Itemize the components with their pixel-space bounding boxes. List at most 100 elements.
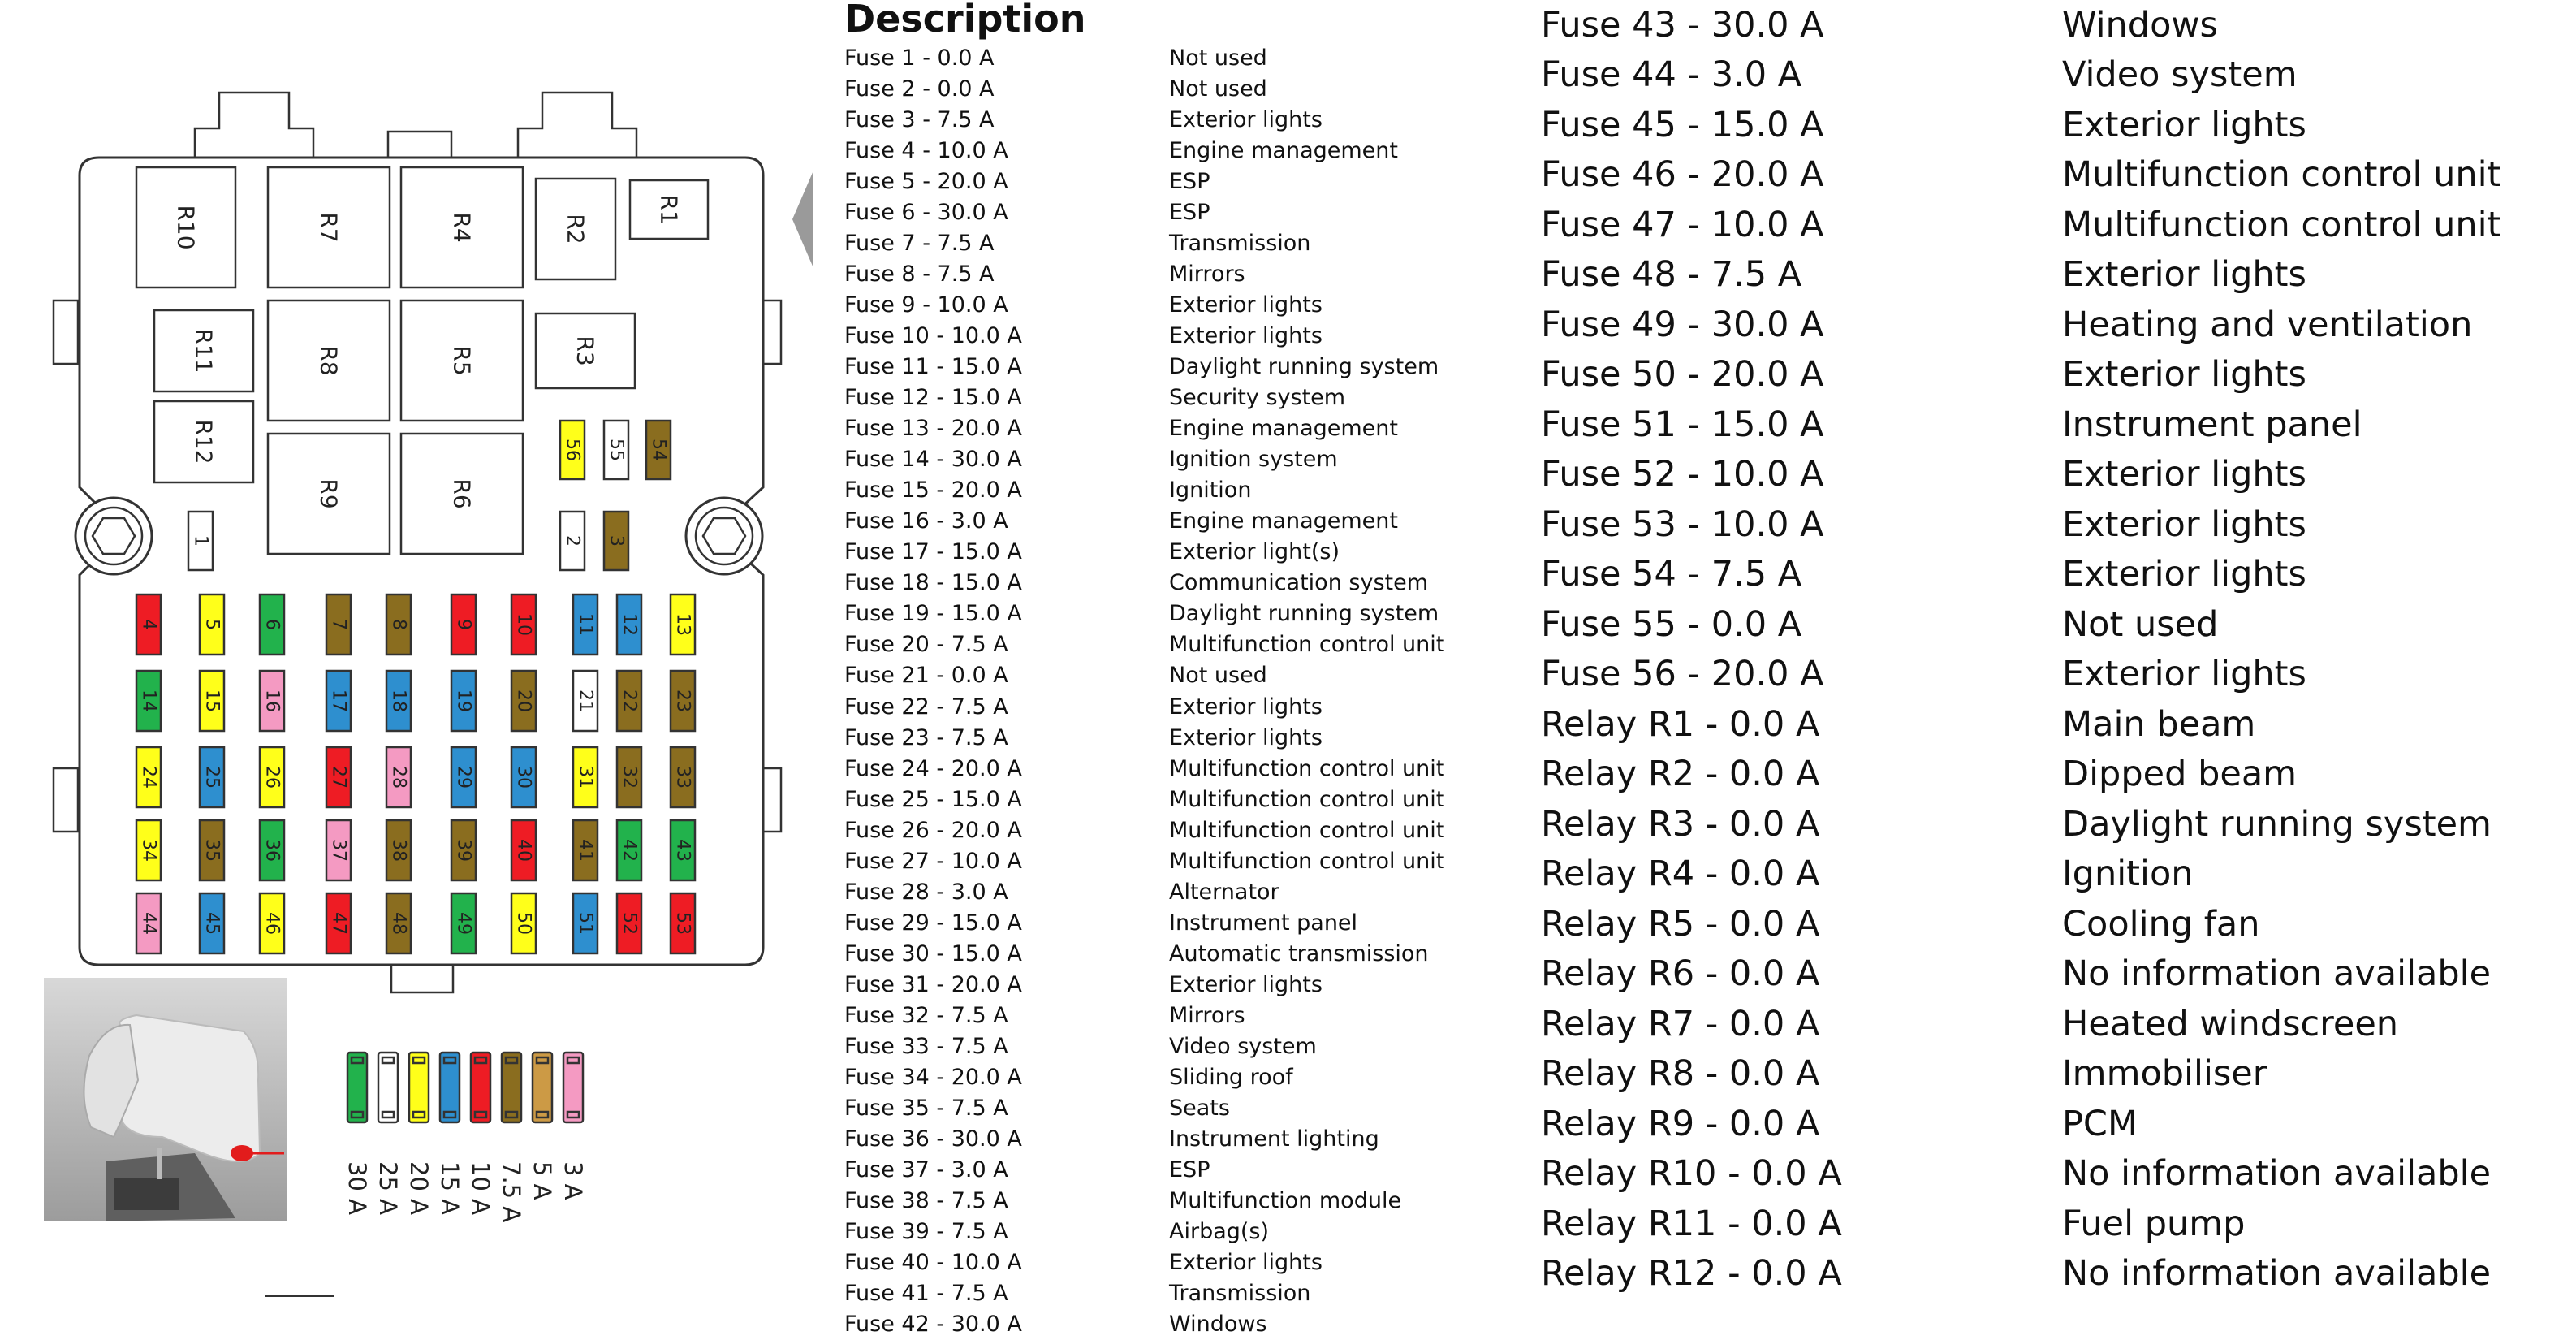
- component-description: Video system: [1169, 1034, 1317, 1060]
- component-rating: Fuse 19 - 15.0 A: [844, 601, 1022, 627]
- component-description: Automatic transmission: [1169, 940, 1429, 966]
- component-rating: Relay R6 - 0.0 A: [1541, 953, 1820, 995]
- component-rating: Relay R12 - 0.0 A: [1541, 1253, 1842, 1295]
- fuse-number: 19: [454, 689, 474, 712]
- component-rating: Fuse 35 - 7.5 A: [844, 1096, 1008, 1122]
- component-rating: Fuse 25 - 15.0 A: [844, 786, 1022, 812]
- component-description: Transmission: [1169, 230, 1311, 256]
- location-thumbnail: [44, 978, 287, 1221]
- fuse-number: 38: [389, 839, 409, 862]
- fuse-number: 6: [262, 619, 283, 630]
- component-description: Transmission: [1169, 1281, 1311, 1307]
- relay-r5: R5: [399, 299, 524, 422]
- legend-fuse-pink: [562, 1051, 585, 1124]
- fuse-number: 31: [576, 766, 596, 789]
- component-description: Alternator: [1169, 879, 1279, 905]
- component-rating: Fuse 8 - 7.5 A: [844, 261, 995, 287]
- component-description: Not used: [1169, 45, 1267, 71]
- fuse-50: 50: [510, 892, 537, 955]
- relay-r6: R6: [399, 432, 524, 555]
- relay-label: R6: [449, 478, 476, 508]
- fuse-number: 5: [202, 619, 222, 630]
- component-rating: Fuse 11 - 15.0 A: [844, 353, 1022, 379]
- relay-r4: R4: [399, 166, 524, 289]
- fuse-26: 26: [258, 746, 286, 809]
- fuse-number: 51: [576, 912, 596, 935]
- fuse-3: 3: [602, 510, 630, 572]
- relay-label: R12: [191, 419, 218, 464]
- fuse-number: 16: [262, 689, 283, 712]
- relay-r2: R2: [534, 177, 617, 281]
- relay-r12: R12: [153, 400, 255, 484]
- fuse-number: 40: [514, 839, 534, 862]
- component-description: Exterior light(s): [1169, 539, 1340, 565]
- component-rating: Fuse 3 - 7.5 A: [844, 106, 995, 132]
- fuse-52: 52: [615, 892, 643, 955]
- fuse-number: 9: [454, 619, 474, 630]
- legend-label: 20 A: [405, 1161, 433, 1215]
- relay-r10: R10: [135, 166, 237, 289]
- component-rating: Relay R9 - 0.0 A: [1541, 1103, 1820, 1144]
- side-tab-left-bottom: [52, 767, 80, 833]
- relay-label: R5: [449, 345, 476, 375]
- component-description: Daylight running system: [2062, 803, 2492, 845]
- legend-label: 15 A: [436, 1161, 464, 1215]
- relay-r7: R7: [266, 166, 391, 289]
- relay-label: R1: [656, 194, 683, 224]
- relay-label: R7: [316, 212, 343, 242]
- fuse-number: 14: [139, 689, 159, 712]
- fuse-number: 45: [202, 912, 222, 935]
- fuse-18: 18: [385, 669, 412, 733]
- component-description: Windows: [2062, 4, 2218, 45]
- fuse-42: 42: [615, 819, 643, 882]
- fuse-number: 39: [454, 839, 474, 862]
- fuse-number: 35: [202, 839, 222, 862]
- fuse-47: 47: [325, 892, 352, 955]
- fuse-27: 27: [325, 746, 352, 809]
- relay-label: R11: [191, 328, 218, 373]
- fuse-8: 8: [385, 593, 412, 656]
- component-rating: Fuse 32 - 7.5 A: [844, 1002, 1008, 1028]
- fuse-17: 17: [325, 669, 352, 733]
- component-rating: Fuse 49 - 30.0 A: [1541, 304, 1824, 345]
- component-description: Multifunction control unit: [1169, 786, 1445, 812]
- fuse-number: 7: [329, 619, 349, 630]
- fuse-20: 20: [510, 669, 537, 733]
- component-rating: Fuse 54 - 7.5 A: [1541, 554, 1802, 595]
- component-rating: Fuse 2 - 0.0 A: [844, 76, 995, 102]
- component-description: No information available: [2062, 953, 2492, 995]
- fuse-30: 30: [510, 746, 537, 809]
- fuse-13: 13: [669, 593, 697, 656]
- fuse-45: 45: [198, 892, 226, 955]
- component-description: Multifunction module: [1169, 1188, 1402, 1214]
- component-rating: Fuse 56 - 20.0 A: [1541, 654, 1824, 695]
- fuse-number: 4: [139, 619, 159, 630]
- component-rating: Relay R5 - 0.0 A: [1541, 903, 1820, 944]
- fuse-number: 41: [576, 839, 596, 862]
- fuse-number: 21: [576, 689, 596, 712]
- legend-label: 5 A: [529, 1161, 556, 1200]
- fuse-number: 15: [202, 689, 222, 712]
- fuse-number: 11: [576, 613, 596, 636]
